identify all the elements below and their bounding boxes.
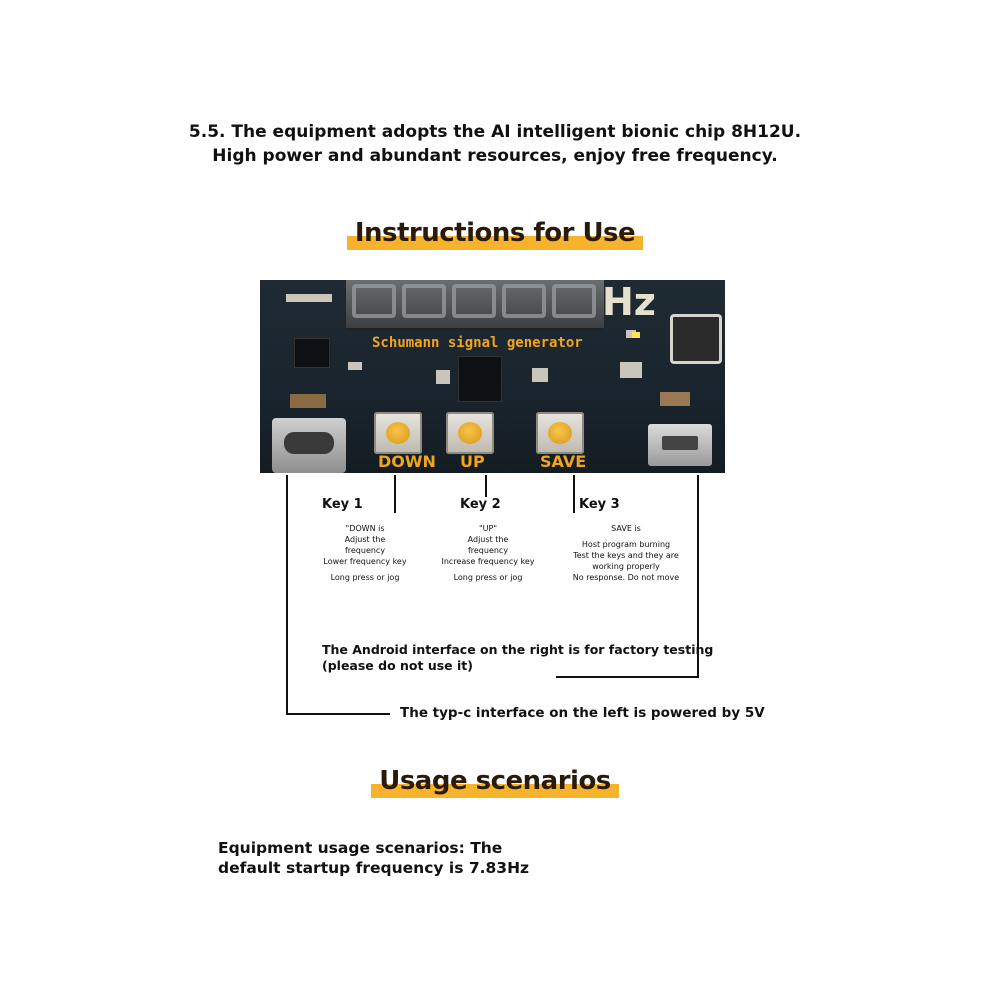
key-3-line: Test the keys and they are (573, 551, 679, 560)
key-3-line: SAVE is (611, 524, 641, 533)
usb-c-port (272, 418, 346, 473)
key-2-line: frequency (467, 546, 509, 555)
instructions-heading: Instructions for Use (0, 218, 990, 250)
button-cap (386, 422, 410, 444)
usage-heading: Usage scenarios (0, 766, 990, 798)
intro-line-2: High power and abundant resources, enjoy… (212, 146, 778, 166)
board-silkscreen-label: Schumann signal generator (372, 335, 583, 351)
display-digit (552, 284, 596, 318)
android-note-line-2: (please do not use it) (322, 658, 473, 673)
down-label: DOWN (378, 452, 436, 471)
slide-switch (670, 314, 722, 364)
button-cap (458, 422, 482, 444)
android-callout-line (697, 475, 699, 677)
up-button (446, 412, 494, 454)
display-digit (502, 284, 546, 318)
smd-part (436, 370, 450, 384)
key-2-line: Adjust the (467, 535, 509, 544)
typec-note: The typ-c interface on the left is power… (400, 705, 765, 721)
hz-unit-label: Hz (602, 280, 656, 324)
mcu-chip (458, 356, 502, 402)
intro-line-1: 5.5. The equipment adopts the AI intelli… (188, 122, 802, 142)
key3-callout-line (573, 475, 575, 513)
capacitor (660, 392, 690, 406)
smd-part (348, 362, 362, 370)
key-1-line: Adjust the (344, 535, 386, 544)
seven-segment-display (346, 280, 604, 330)
display-digit (402, 284, 446, 318)
smd-part (620, 362, 642, 378)
button-cap (548, 422, 572, 444)
smd-part (626, 330, 636, 338)
key-2-line: Long press or jog (453, 573, 523, 582)
android-note: The Android interface on the right is fo… (322, 642, 713, 674)
key-2-description: "UP" Adjust the frequency Increase frequ… (428, 523, 548, 583)
key-2-line: Increase frequency key (441, 557, 535, 566)
android-callout-line (556, 676, 699, 678)
usage-scenario-text: Equipment usage scenarios: The default s… (218, 838, 529, 878)
capacitor (290, 394, 326, 408)
key-1-line: "DOWN is (345, 524, 385, 533)
key-1-description: "DOWN is Adjust the frequency Lower freq… (300, 523, 430, 583)
key2-callout-line (485, 475, 487, 497)
ic-chip (294, 338, 330, 368)
key-3-line: No response. Do not move (572, 573, 680, 582)
board-image: Hz Schumann signal generator DOWN UP SAV… (260, 280, 725, 473)
key-3-line: Host program burning (581, 540, 671, 549)
save-label: SAVE (540, 452, 587, 471)
key-2-line: "UP" (478, 524, 498, 533)
micro-usb-port (648, 424, 712, 466)
usage-heading-text: Usage scenarios (371, 766, 619, 798)
intro-text: 5.5. The equipment adopts the AI intelli… (0, 120, 990, 168)
android-note-line-1: The Android interface on the right is fo… (322, 642, 714, 657)
key-3-title: Key 3 (579, 497, 620, 512)
typec-callout-line (286, 475, 288, 715)
smd-part (532, 368, 548, 382)
key-1-title: Key 1 (322, 497, 363, 512)
up-label: UP (460, 452, 485, 471)
key-1-line: Long press or jog (330, 573, 400, 582)
scenario-line-2: default startup frequency is 7.83Hz (218, 859, 530, 877)
pad-row (286, 294, 332, 302)
key1-callout-line (394, 475, 396, 513)
down-button (374, 412, 422, 454)
typec-callout-line (286, 713, 390, 715)
display-digit (452, 284, 496, 318)
save-button (536, 412, 584, 454)
scenario-line-1: Equipment usage scenarios: The (218, 839, 503, 857)
led (632, 332, 640, 338)
key-1-line: Lower frequency key (323, 557, 407, 566)
display-digit (352, 284, 396, 318)
key-3-line: working properly (592, 562, 660, 571)
key-2-title: Key 2 (460, 497, 501, 512)
key-3-description: SAVE is Host program burning Test the ke… (556, 523, 696, 583)
key-1-line: frequency (344, 546, 386, 555)
instructions-heading-text: Instructions for Use (346, 218, 644, 250)
